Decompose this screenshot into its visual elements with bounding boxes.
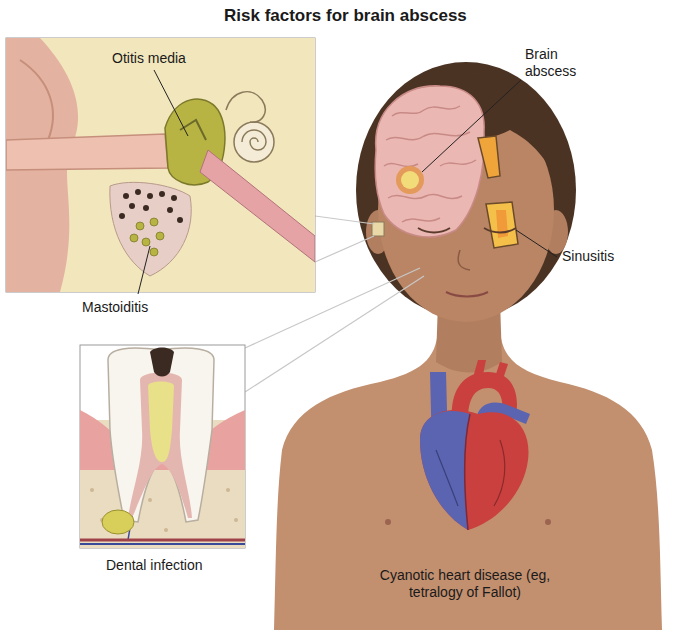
ear-inset <box>6 38 315 294</box>
sinus-cutaway <box>478 136 518 248</box>
leader-line-part <box>422 80 521 172</box>
heart-illustration-part <box>494 440 505 506</box>
heart-illustration <box>420 360 530 530</box>
ear-inset-part-part-part <box>234 122 274 162</box>
ear-inset-part-part-part <box>123 193 129 199</box>
brain-cutaway-part <box>396 166 424 194</box>
ear-inset-part-part-part <box>130 234 138 242</box>
ear-inset-part <box>154 70 188 136</box>
heart-illustration-part <box>492 362 508 388</box>
part-label: Sinusitis <box>562 248 614 265</box>
part-label: Otitis media <box>112 50 186 67</box>
face-features <box>372 222 516 297</box>
tooth-inset-part <box>80 345 245 548</box>
part-label: Cyanotic heart disease (eg, tetralogy of… <box>372 567 558 601</box>
ear-inset-part-part-part <box>129 203 135 209</box>
ear-inset-part-part <box>6 38 315 292</box>
torso <box>274 300 662 630</box>
sinus-cutaway-part <box>478 136 500 178</box>
ear-inset-part-part <box>110 182 191 276</box>
ear-inset-part-part-part <box>142 238 150 246</box>
heart-illustration-part <box>470 360 486 390</box>
callout-line-part <box>245 276 424 392</box>
tooth-inset-part-part-part <box>148 498 152 502</box>
ear-inset-part-part-part <box>242 130 266 150</box>
ear-inset-part-part-part <box>135 189 141 195</box>
heart-illustration-part <box>465 414 471 530</box>
ear-inset-part-part-part <box>226 92 265 123</box>
ear-inset-part <box>6 38 315 292</box>
ear-inset-part <box>6 38 315 292</box>
torso-part <box>274 330 662 630</box>
callout-line-part <box>315 216 374 224</box>
part-label: Brain abscess <box>525 46 591 80</box>
tooth-inset-part-part-part <box>164 528 168 532</box>
sinus-cutaway-part <box>486 202 518 248</box>
ear-inset-part-part <box>119 189 183 223</box>
brain-cutaway-part <box>401 171 419 189</box>
brain-cutaway-part <box>375 86 484 237</box>
ear-inset-part-part-part <box>156 232 164 240</box>
ear-inset-part-part <box>200 150 315 262</box>
ear-inset-part-part-part <box>147 193 153 199</box>
tooth-inset <box>80 345 245 548</box>
part-label: Dental infection <box>106 557 203 574</box>
ear-inset-part-part <box>6 134 168 170</box>
tooth-inset-part <box>80 348 245 549</box>
tooth-inset-part-part <box>108 348 214 522</box>
ear-inset-part-part-part <box>143 205 149 211</box>
callout-line-part <box>315 236 374 262</box>
ear-inset-part-part-part <box>136 222 144 230</box>
leader-line-part <box>516 230 557 257</box>
ear-inset-part <box>138 246 150 294</box>
tooth-inset-part-part-part <box>90 488 94 492</box>
ear-inset-part-part <box>20 60 53 140</box>
ear-inset-part-part <box>226 92 274 162</box>
face-features-part <box>446 292 488 297</box>
face-features-part <box>458 250 470 270</box>
ear-inset-part-part-part <box>167 207 173 213</box>
ear-inset-part-part-part <box>159 191 165 197</box>
ear-inset-part-part <box>180 120 206 140</box>
sinus-cutaway-part <box>496 210 508 238</box>
ear-inset-part-part-part <box>171 195 177 201</box>
ear-inset-part-part-part <box>150 218 158 226</box>
face-features-part <box>484 228 516 233</box>
tooth-inset-part-part <box>102 510 134 534</box>
part-label: Mastoiditis <box>82 299 148 316</box>
tooth-inset-part-part-part <box>226 488 230 492</box>
tooth-inset-part-part-part <box>234 518 238 522</box>
face-features-part <box>418 228 450 233</box>
leader-line <box>422 80 557 257</box>
brain-cutaway <box>375 86 484 237</box>
ear-inset-part-part <box>130 218 164 256</box>
head <box>356 62 576 322</box>
tooth-inset-part-part <box>150 348 174 377</box>
tooth-inset-part-part <box>80 543 245 545</box>
heart-illustration-part <box>420 411 470 530</box>
heart-illustration-part <box>420 410 529 530</box>
ear-inset-part-part-part <box>119 213 125 219</box>
torso-part <box>545 519 551 525</box>
tooth-inset-part-part <box>148 382 174 463</box>
tooth-inset-part-part <box>80 539 245 542</box>
ear-inset-part-part-part <box>150 248 158 256</box>
ear-inset-part-part-part <box>177 217 183 223</box>
diagram-title: Risk factors for brain abscess <box>224 6 467 26</box>
torso-part <box>385 519 391 525</box>
heart-illustration-part <box>436 450 458 506</box>
tooth-inset-part-part <box>128 373 192 519</box>
